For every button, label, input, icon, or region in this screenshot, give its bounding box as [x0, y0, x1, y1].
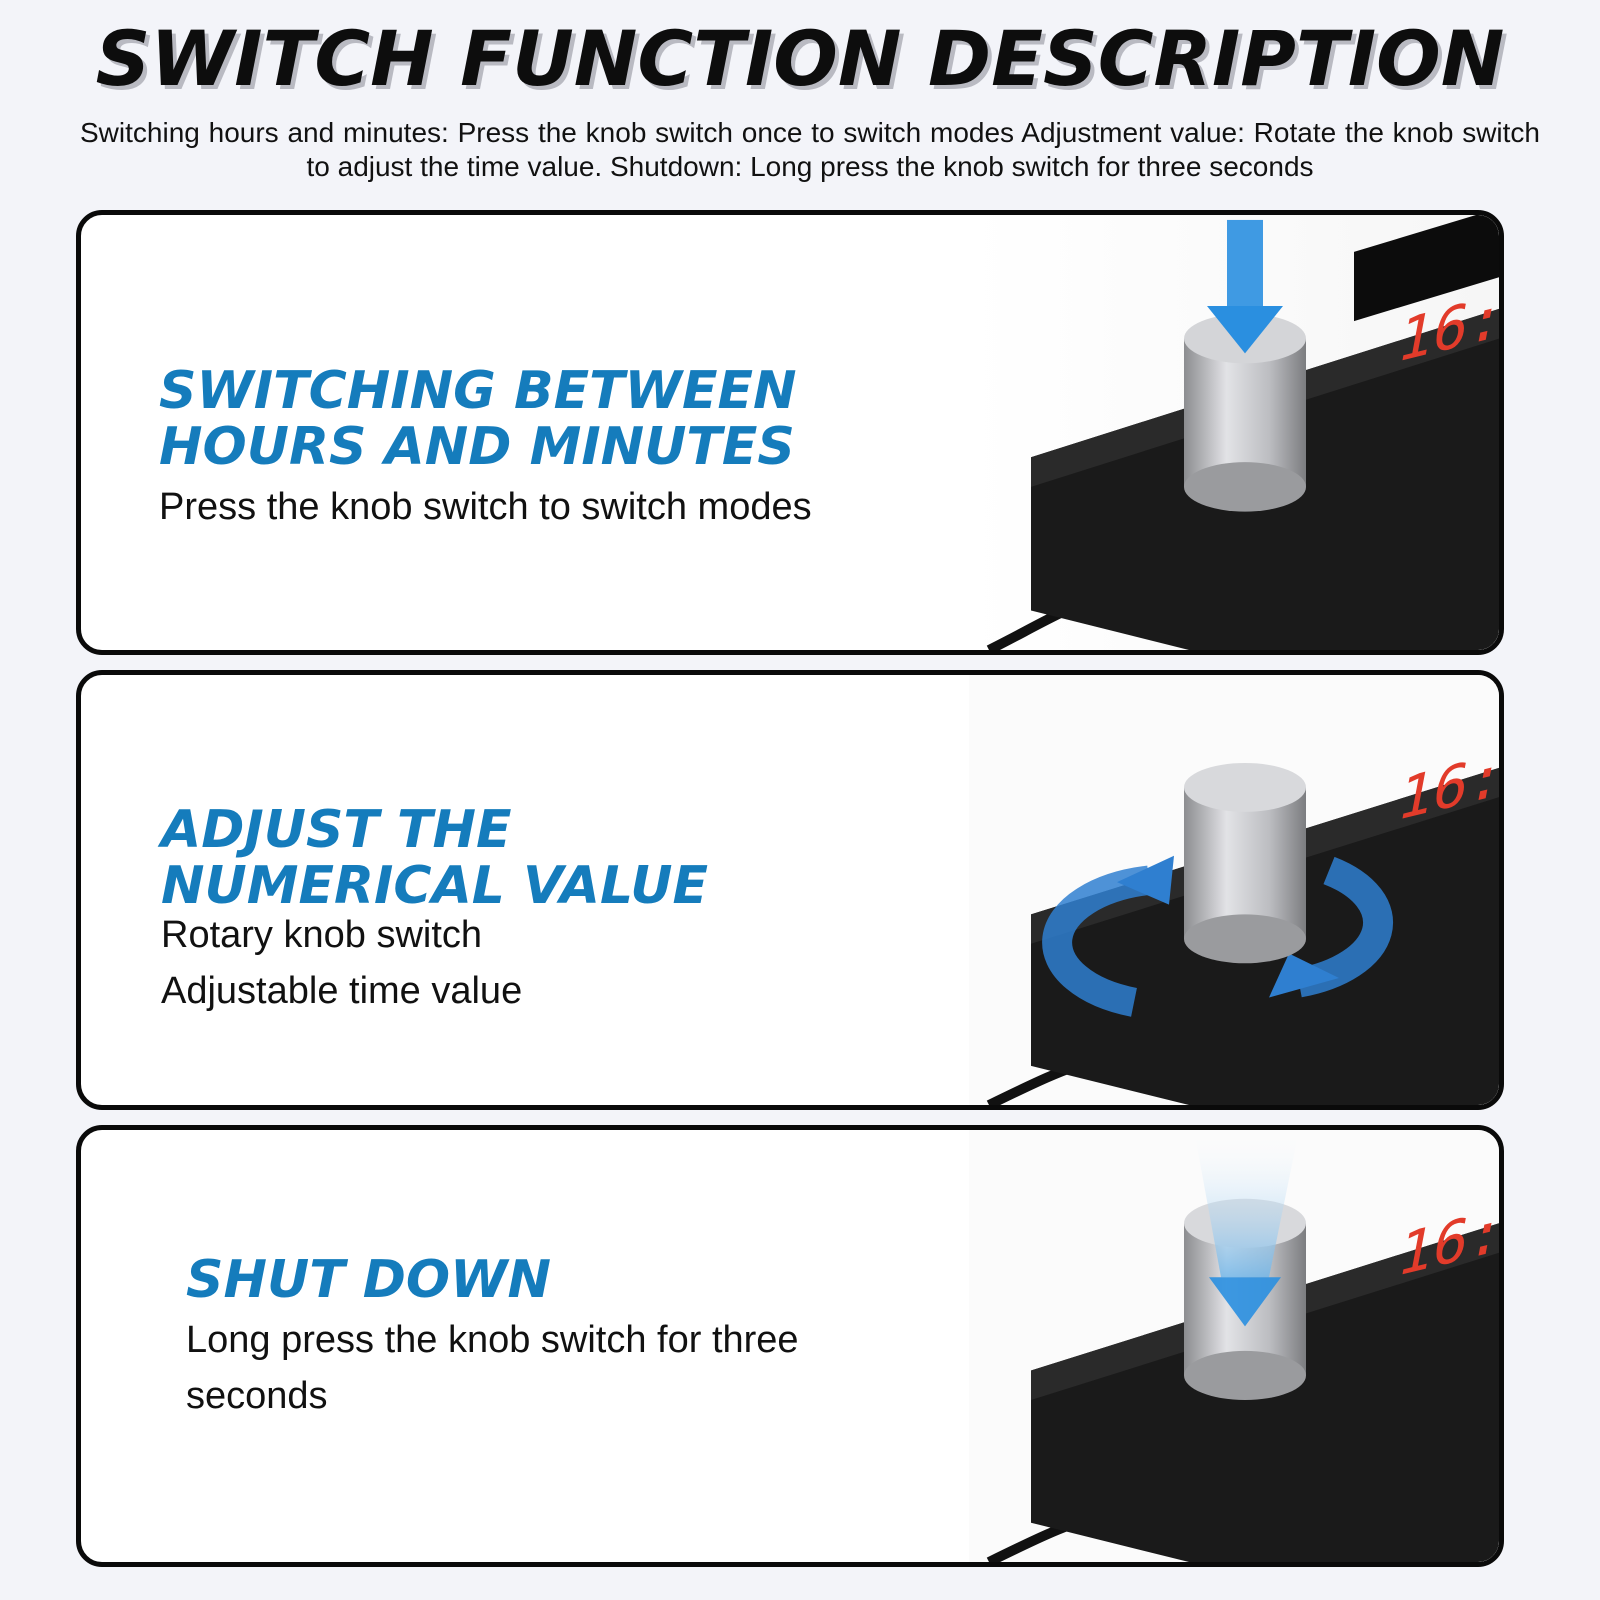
- card-heading: ADJUST THE NUMERICAL VALUE: [161, 800, 709, 916]
- card-switch-modes: 16: SWITCHING BETWEEN HOURS AND MINUTES …: [76, 210, 1504, 655]
- long-press-arrow-icon: [1194, 1130, 1299, 1327]
- knob-long-press-illustration: 16:: [969, 1130, 1499, 1562]
- card-heading: SWITCHING BETWEEN HOURS AND MINUTES: [159, 361, 797, 477]
- card-description: Long press the knob switch for three sec…: [186, 1319, 799, 1417]
- rotate-arrows-icon: [1042, 855, 1394, 1017]
- page-title: SWITCH FUNCTION DESCRIPTION: [95, 14, 1505, 103]
- card-adjust-value: 16: ADJUST THE NUMERICAL VALUE Rotary kn…: [76, 670, 1504, 1110]
- card-description: Rotary knob switch Adjustable time value: [161, 914, 523, 1012]
- card-shut-down: 16: SHUT DOWN Long press the knob switch…: [76, 1125, 1504, 1567]
- card-heading: SHUT DOWN: [186, 1250, 552, 1310]
- card-description: Press the knob switch to switch modes: [159, 486, 812, 528]
- press-down-arrow-icon: [1207, 219, 1283, 354]
- knob-press-illustration: 16:: [969, 215, 1499, 650]
- knob-rotate-illustration: 16:: [969, 675, 1499, 1105]
- intro-text: Switching hours and minutes: Press the k…: [80, 117, 1540, 182]
